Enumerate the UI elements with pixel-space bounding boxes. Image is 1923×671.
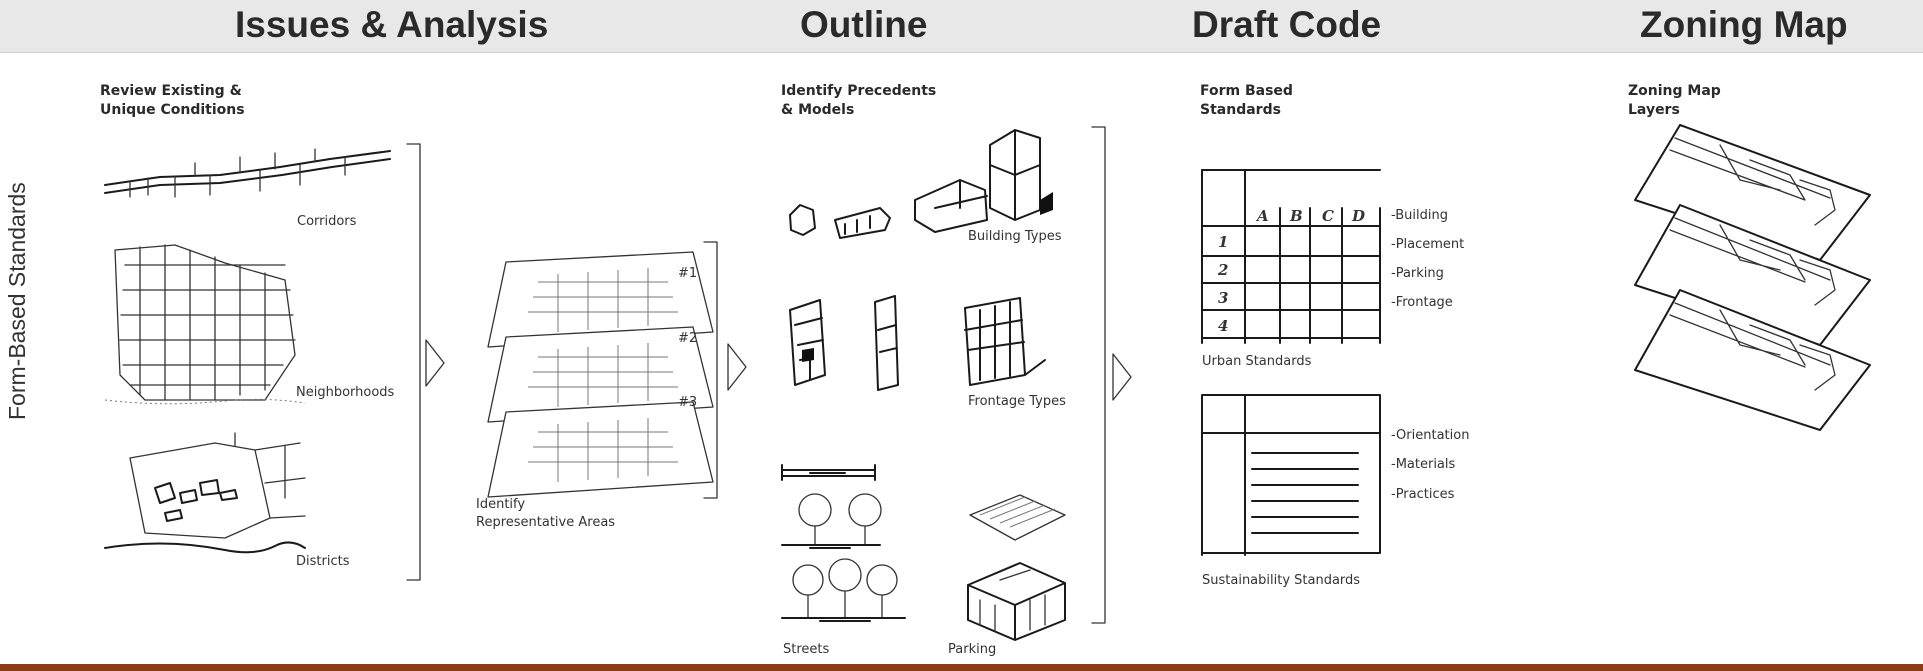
issues-bracket: [406, 143, 421, 581]
grid-row-4: 4: [1218, 317, 1229, 335]
grid-row-2: 2: [1218, 261, 1229, 279]
identify-label-line-1: Identify: [476, 497, 526, 512]
outline-subtitle-line-1: Identify Precedents: [781, 83, 937, 99]
header-zoning-map: Zoning Map: [1640, 4, 1848, 45]
parking-label: Parking: [948, 642, 997, 657]
layer-label-3: #3: [678, 395, 698, 410]
header-issues-analysis: Issues & Analysis: [235, 4, 549, 45]
sustainability-standards-label: Sustainability Standards: [1202, 573, 1361, 588]
zoning-subtitle-line-2: Layers: [1628, 102, 1680, 118]
sustain-item-orientation: -Orientation: [1391, 428, 1470, 443]
zoning-subtitle-line-1: Zoning Map: [1628, 83, 1721, 99]
arrow-issues-to-outline-icon: [425, 339, 445, 387]
neighborhoods-sketch: [104, 244, 306, 405]
header-draft-code: Draft Code: [1192, 4, 1382, 45]
outline-subtitle-line-2: & Models: [781, 102, 855, 118]
header-outline: Outline: [800, 4, 928, 45]
bottom-accent-bar: [0, 664, 1923, 671]
outline-bracket: [1091, 126, 1106, 624]
issues-subtitle-line-1: Review Existing &: [100, 83, 242, 99]
arrow-outline-to-draft-icon: [1112, 353, 1132, 401]
layer-label-2: #2: [678, 331, 698, 346]
side-label: Form-Based Standards: [4, 182, 30, 420]
grid-row-3: 3: [1218, 289, 1229, 307]
draft-subtitle-line-1: Form Based: [1200, 83, 1293, 99]
neighborhoods-label: Neighborhoods: [296, 385, 395, 400]
urban-item-frontage: -Frontage: [1391, 295, 1453, 310]
zoning-map-layers-stack: [1634, 124, 1871, 431]
draft-subtitle-line-2: Standards: [1200, 102, 1281, 118]
arrow-areas-to-outline-icon: [727, 343, 747, 391]
identify-label-line-2: Representative Areas: [476, 515, 616, 530]
layer-label-1: #1: [678, 266, 698, 281]
districts-label: Districts: [296, 554, 350, 569]
urban-standards-label: Urban Standards: [1202, 354, 1312, 369]
corridors-label: Corridors: [297, 214, 357, 229]
grid-col-b: B: [1290, 207, 1303, 225]
building-types-sketch: [789, 129, 1053, 239]
issues-subtitle-line-2: Unique Conditions: [100, 102, 245, 118]
sustain-item-materials: -Materials: [1391, 457, 1456, 472]
urban-item-building: -Building: [1391, 208, 1448, 223]
districts-sketch: [104, 432, 306, 554]
streets-label: Streets: [783, 642, 830, 657]
grid-col-a: A: [1257, 207, 1269, 225]
parking-sketch: [967, 494, 1066, 641]
urban-item-parking: -Parking: [1391, 266, 1444, 281]
header-bar: [0, 0, 1923, 53]
grid-row-1: 1: [1218, 233, 1229, 251]
frontage-types-label: Frontage Types: [968, 394, 1066, 409]
sustain-item-practices: -Practices: [1391, 487, 1455, 502]
corridors-sketch: [104, 148, 391, 198]
building-types-label: Building Types: [968, 229, 1062, 244]
frontage-types-sketch: [789, 295, 1046, 391]
sustainability-standards-grid: [1201, 394, 1381, 556]
streets-sketch: [781, 464, 906, 622]
representative-areas-stack: [487, 251, 714, 498]
urban-standards-grid: [1201, 169, 1381, 344]
grid-col-d: D: [1352, 207, 1366, 225]
urban-item-placement: -Placement: [1391, 237, 1465, 252]
areas-bracket: [703, 241, 718, 499]
grid-col-c: C: [1322, 207, 1334, 225]
